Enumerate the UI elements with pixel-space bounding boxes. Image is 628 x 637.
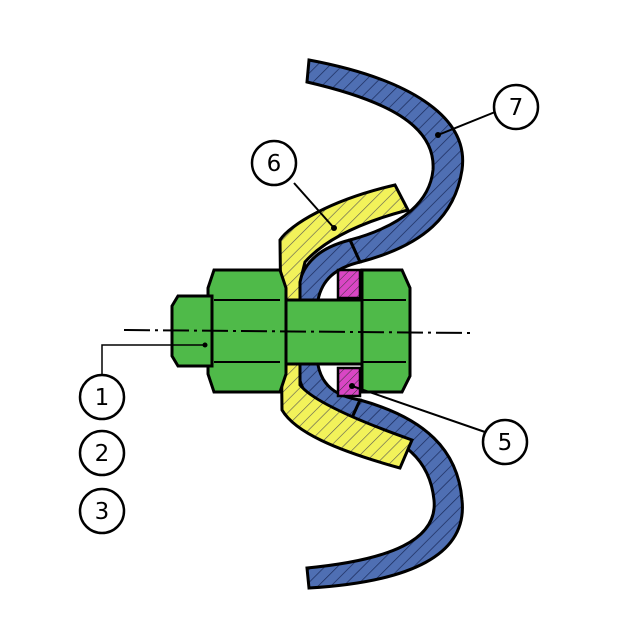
callout-5: 5 bbox=[481, 418, 529, 466]
center-line bbox=[123, 329, 473, 334]
leader-5 bbox=[351, 385, 486, 433]
seal-upper bbox=[336, 268, 362, 300]
curved-panel-lower bbox=[305, 398, 464, 590]
callout-1: 1 bbox=[78, 373, 126, 421]
svg-text:7: 7 bbox=[509, 95, 524, 121]
svg-text:3: 3 bbox=[95, 499, 110, 525]
callout-7: 7 bbox=[492, 83, 540, 131]
svg-text:2: 2 bbox=[95, 441, 110, 467]
svg-text:5: 5 bbox=[498, 430, 513, 456]
callout-6: 6 bbox=[250, 139, 298, 187]
bolt-end bbox=[170, 294, 214, 368]
leader-6 bbox=[293, 182, 335, 229]
leader-7 bbox=[437, 109, 501, 136]
bracket bbox=[278, 183, 415, 470]
hex-nut bbox=[360, 268, 412, 394]
callout-2: 2 bbox=[78, 429, 126, 477]
callout-3: 3 bbox=[78, 487, 126, 535]
svg-text:6: 6 bbox=[267, 151, 282, 177]
svg-text:1: 1 bbox=[95, 385, 110, 411]
leader-1 bbox=[101, 344, 205, 375]
seal-lower bbox=[336, 366, 362, 398]
